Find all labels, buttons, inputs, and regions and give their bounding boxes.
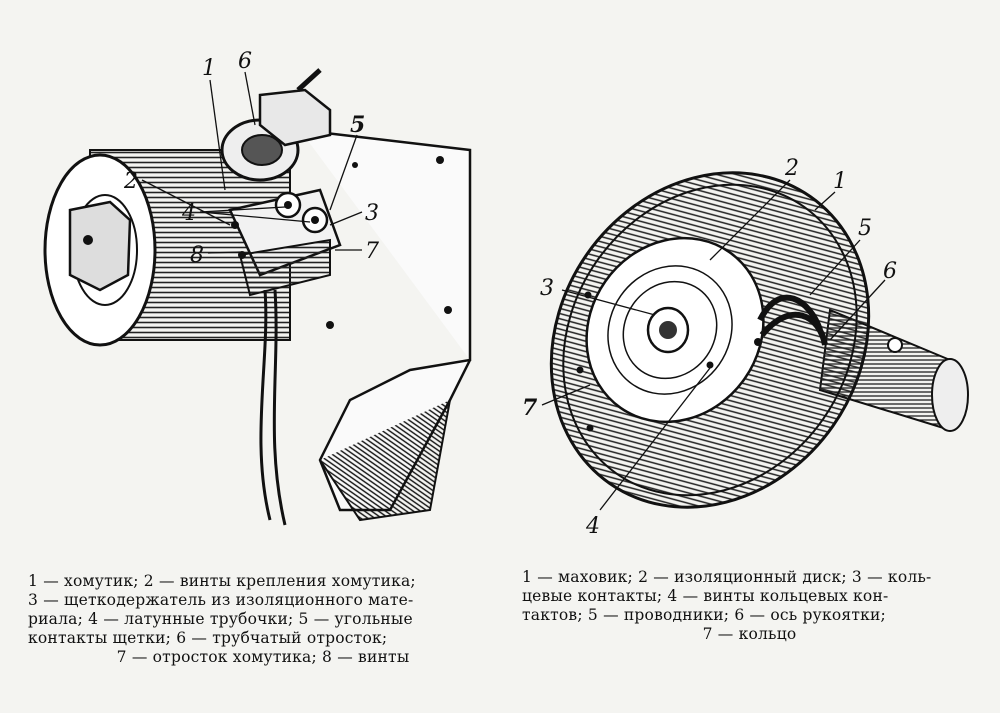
right-label-3: 3	[540, 276, 554, 301]
left-label-6: 6	[238, 49, 252, 74]
right-label-2: 2	[784, 156, 799, 181]
right-label-6: 6	[883, 259, 897, 284]
left-caption: 1 — хомутик; 2 — винты крепления хомутик…	[28, 572, 498, 667]
caption-line: 7 — отросток хомутика; 8 — винты	[116, 648, 410, 666]
right-label-4: 4	[585, 514, 600, 539]
left-label-7: 7	[365, 239, 379, 264]
left-label-8: 8	[190, 243, 204, 268]
caption-line: 1 — хомутик; 2 — винты крепления хомутик…	[28, 572, 416, 590]
flywheel-illustration: 2 1 3 5 6 7 4	[522, 156, 969, 539]
right-caption: 1 — маховик; 2 — изоляционный диск; 3 — …	[522, 568, 977, 644]
left-label-2: 2	[123, 169, 138, 194]
caption-line: 1 — маховик; 2 — изоляционный диск; 3 — …	[522, 568, 932, 586]
caption-line: риала; 4 — латунные трубочки; 5 — угольн…	[28, 610, 413, 628]
left-label-5: 5	[350, 112, 365, 138]
caption-line: 7 — кольцо	[702, 625, 797, 643]
caption-line: тактов; 5 — проводники; 6 — ось рукоятки…	[522, 606, 886, 624]
right-label-5: 5	[858, 216, 872, 241]
left-label-3: 3	[365, 201, 379, 226]
caption-line: цевые контакты; 4 — винты кольцевых кон-	[522, 587, 889, 605]
caption-line: 3 — щеткодержатель из изоляционного мате…	[28, 591, 414, 609]
left-label-4: 4	[181, 201, 196, 226]
left-label-1: 1	[202, 56, 216, 81]
right-label-1: 1	[833, 169, 847, 194]
brush-holder-illustration: 1 6 2 5 4 3 8 7	[43, 49, 472, 526]
right-label-7: 7	[522, 395, 538, 421]
caption-line: контакты щетки; 6 — трубчатый отросток;	[28, 629, 388, 647]
